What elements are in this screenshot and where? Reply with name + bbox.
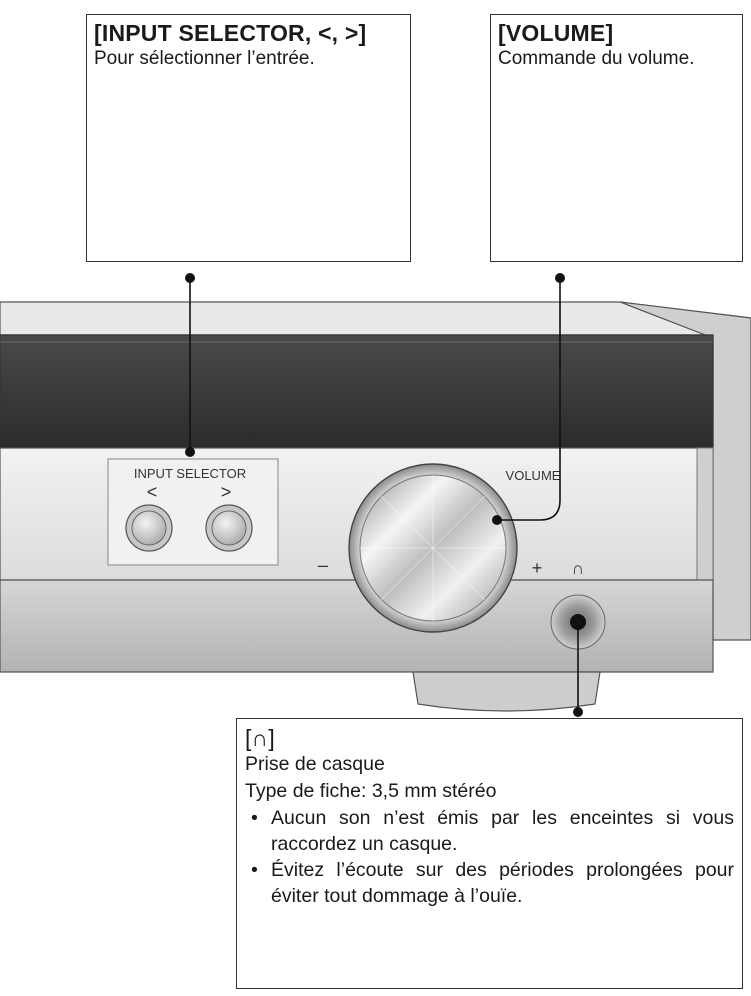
volume-device-label: VOLUME <box>506 468 561 483</box>
input-selector-left-button[interactable] <box>125 504 173 552</box>
volume-callout: [VOLUME] Commande du volume. <box>490 14 743 262</box>
headphones-note: Évitez l’écoute sur des périodes prolong… <box>245 857 734 909</box>
headphones-title: [∩] <box>245 725 275 751</box>
volume-minus-label: – <box>318 555 328 575</box>
input-selector-description: Pour sélectionner l’entrée. <box>94 48 315 69</box>
volume-description: Commande du volume. <box>498 48 695 69</box>
headphone-symbol-device: ∩ <box>572 559 584 578</box>
headphones-plug-type: Type de fiche: 3,5 mm stéréo <box>245 780 497 802</box>
input-selector-title: [INPUT SELECTOR, <, >] <box>94 20 367 46</box>
volume-pointer-dot <box>555 273 565 283</box>
right-arrow-label: > <box>221 482 232 502</box>
left-arrow-label: < <box>147 482 158 502</box>
input-selector-callout: [INPUT SELECTOR, <, >] Pour sélectionner… <box>86 14 411 262</box>
headphones-callout: [∩] Prise de casque Type de fiche: 3,5 m… <box>236 718 743 989</box>
input-selector-device-label: INPUT SELECTOR <box>134 466 246 481</box>
headphones-note: Aucun son n’est émis par les enceintes s… <box>245 805 734 857</box>
volume-knob[interactable] <box>348 463 518 633</box>
volume-title: [VOLUME] <box>498 20 614 46</box>
headphones-description: Prise de casque <box>245 753 385 775</box>
headphones-notes: Aucun son n’est émis par les enceintes s… <box>245 805 734 909</box>
volume-plus-label: + <box>532 558 543 578</box>
headphone-pointer-dot <box>573 707 583 717</box>
input-selector-right-button[interactable] <box>205 504 253 552</box>
input-selector-pointer-dot <box>185 273 195 283</box>
